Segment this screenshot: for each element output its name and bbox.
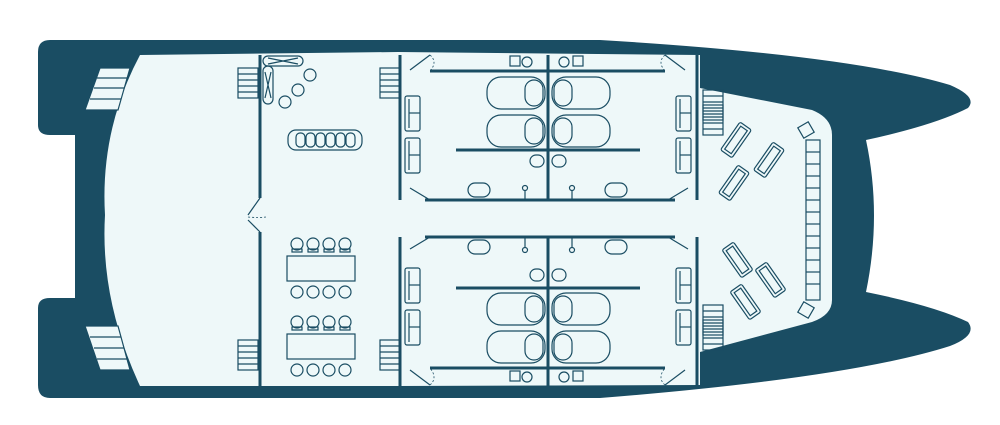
bar-counter	[287, 129, 363, 151]
lounge-sofa	[262, 55, 304, 105]
doors	[247, 54, 689, 386]
boarding-stairs-bottom	[84, 325, 131, 371]
bathrooms	[467, 55, 628, 383]
boarding-stairs-top	[84, 67, 131, 111]
interior-walls	[258, 55, 699, 386]
aft-deck	[700, 88, 832, 352]
main-deck	[104, 52, 700, 386]
aft-bench	[796, 120, 821, 320]
lounge-chairs	[278, 68, 317, 109]
